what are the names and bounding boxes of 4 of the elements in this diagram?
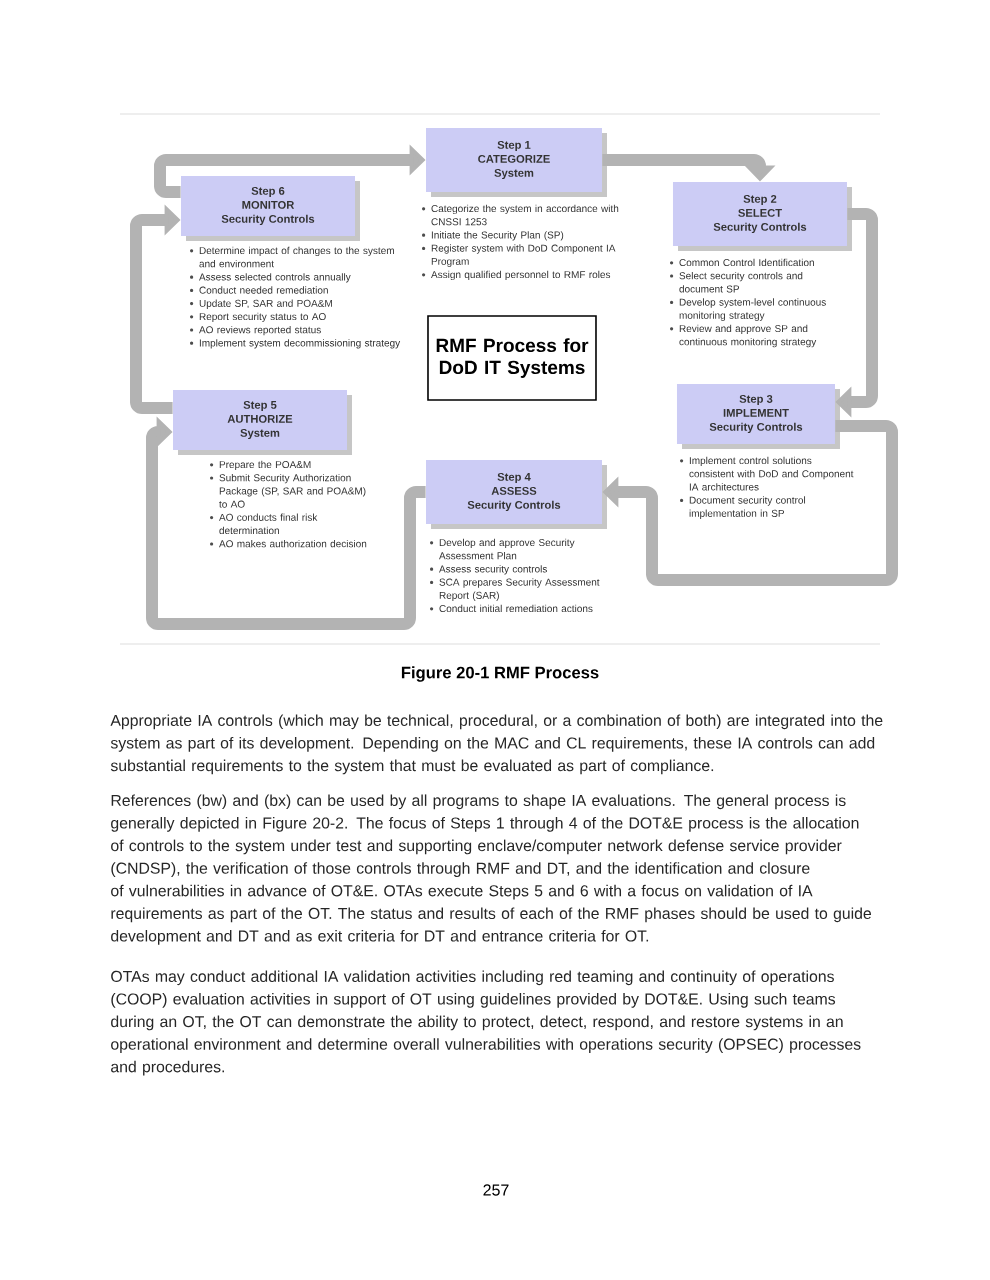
title-box: RMF Process for DoD IT Systems bbox=[427, 315, 597, 401]
arrow bbox=[146, 416, 426, 630]
figure-caption: Figure 20-1 RMF Process bbox=[401, 666, 599, 682]
page-number: 257 bbox=[483, 1184, 509, 1196]
